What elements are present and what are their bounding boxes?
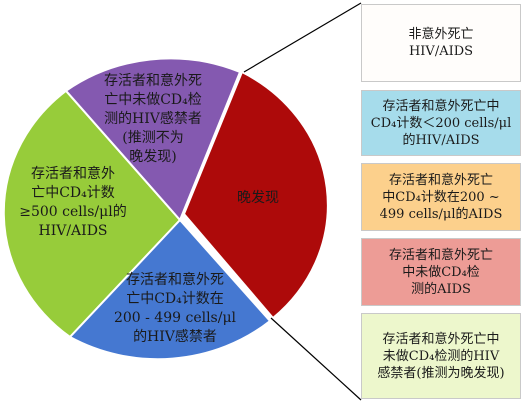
legend-3-line2: 中未做CD₄检: [402, 264, 480, 280]
slice-cd4-200-499: [68, 218, 272, 361]
blue-line2: 亡中CD₄计数在: [126, 291, 224, 307]
green-line2: 亡中CD₄计数: [31, 185, 115, 201]
purple-line1: 存活者和意外死: [104, 73, 202, 89]
slice-cd4-500-plus: [2, 89, 182, 339]
legend-4-line3: 感禁者(推测为晚发现): [377, 365, 505, 381]
legend-2-line2: 中CD₄计数在200 ~: [382, 189, 500, 205]
legend-box-cd4-200-499-aids: 存活者和意外死亡 中CD₄计数在200 ~ 499 cells/μl的AIDS: [361, 163, 521, 231]
legend-0-line1: 非意外死亡: [408, 27, 474, 42]
green-line1: 存活者和意外: [31, 166, 115, 182]
legend-2-line3: 499 cells/μl的AIDS: [379, 206, 503, 222]
connector-line-top: [243, 2, 362, 73]
green-line3: ≥500 cells/μl的: [19, 204, 127, 220]
legend-3-line3: 测的AIDS: [411, 281, 471, 297]
legend-4-line1: 存活者和意外死亡中: [382, 331, 500, 347]
legend-box-untested-aids: 存活者和意外死亡 中未做CD₄检 测的AIDS: [361, 238, 521, 306]
slice-late-discovery: [182, 70, 329, 320]
label-purple-slice: 存活者和意外死 亡中未做CD₄检 测的HIV感禁者 (推测不为 晚发现): [78, 72, 228, 167]
legend-4-line2: 未做CD₄检测的HIV: [382, 348, 500, 364]
purple-line5: 晚发现): [129, 149, 177, 165]
label-blue-slice: 存活者和意外死 亡中CD₄计数在 200 - 499 cells/μl 的HIV…: [100, 271, 250, 347]
blue-line1: 存活者和意外死: [126, 272, 224, 288]
legend-box-cd4-under-200: 存活者和意外死亡中 CD₄计数＜200 cells/μl 的HIV/AIDS: [361, 90, 521, 156]
blue-line3: 200 - 499 cells/μl: [113, 310, 237, 326]
legend-1-line2: CD₄计数＜200 cells/μl: [370, 115, 512, 131]
legend-1-line1: 存活者和意外死亡中: [382, 98, 500, 114]
purple-line2: 亡中未做CD₄检: [104, 92, 202, 108]
purple-line4: (推测不为: [122, 130, 184, 146]
slice-untested-presumed-not-late: [64, 57, 242, 222]
label-late-text: 晚发现: [237, 190, 279, 206]
label-late-discovery: 晚发现: [218, 189, 298, 208]
blue-line4: 的HIV感禁者: [133, 329, 217, 345]
legend-2-line1: 存活者和意外死亡: [388, 172, 493, 188]
legend-1-line3: 的HIV/AIDS: [402, 132, 480, 148]
green-line4: HIV/AIDS: [38, 223, 108, 239]
legend-0-line2: HIV/AIDS: [408, 44, 474, 59]
legend-box-nonaccidental-death: 非意外死亡 HIV/AIDS: [361, 4, 521, 82]
legend-3-line1: 存活者和意外死亡: [388, 247, 493, 263]
label-green-slice: 存活者和意外 亡中CD₄计数 ≥500 cells/μl的 HIV/AIDS: [8, 165, 138, 241]
connector-line-bottom: [270, 317, 362, 401]
legend-box-untested-hiv-presumed-late: 存活者和意外死亡中 未做CD₄检测的HIV 感禁者(推测为晚发现): [361, 313, 521, 399]
purple-line3: 测的HIV感禁者: [104, 111, 202, 127]
